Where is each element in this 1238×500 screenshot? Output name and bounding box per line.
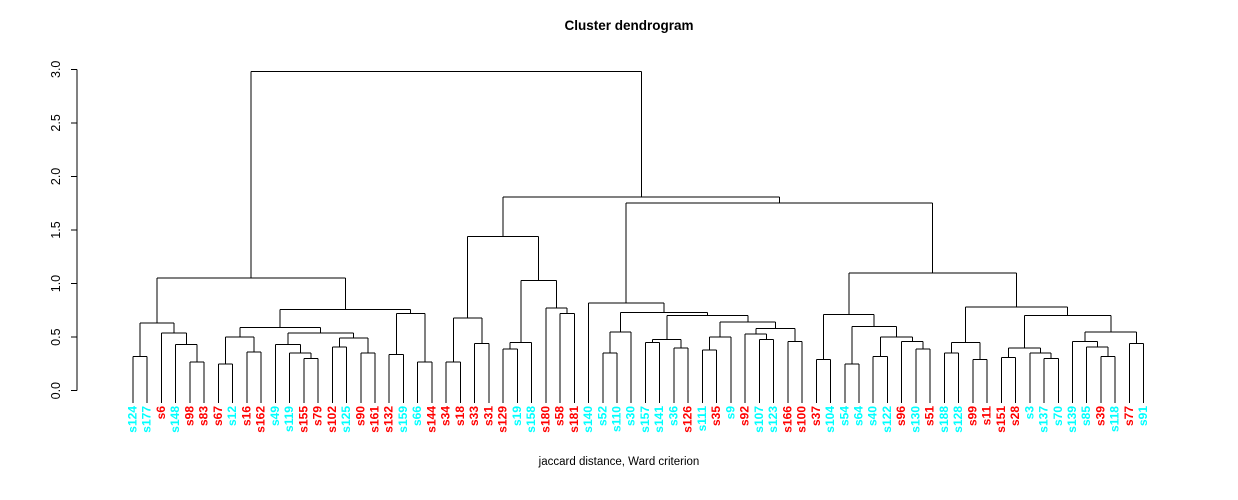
leaf-label-s85: s85 xyxy=(1079,406,1093,426)
leaf-label-s111: s111 xyxy=(695,406,709,432)
leaf-label-s52: s52 xyxy=(595,406,609,426)
leaf-label-s157: s157 xyxy=(638,406,652,433)
y-axis-tick-label: 3.0 xyxy=(49,61,63,78)
leaf-label-s33: s33 xyxy=(467,406,481,426)
leaf-label-s90: s90 xyxy=(353,406,367,426)
leaf-label-s148: s148 xyxy=(168,406,182,433)
x-axis-label: jaccard distance, Ward criterion xyxy=(538,456,700,468)
leaf-label-s28: s28 xyxy=(1008,406,1022,426)
leaf-label-s66: s66 xyxy=(410,406,424,426)
leaf-label-s104: s104 xyxy=(823,406,837,433)
leaf-label-s67: s67 xyxy=(211,406,225,426)
leaf-label-s34: s34 xyxy=(439,406,453,426)
leaf-label-s159: s159 xyxy=(396,406,410,433)
leaf-label-s122: s122 xyxy=(880,406,894,433)
leaf-label-s6: s6 xyxy=(154,406,168,420)
leaf-label-s98: s98 xyxy=(182,406,196,426)
leaf-label-s64: s64 xyxy=(851,406,865,426)
leaf-label-s16: s16 xyxy=(239,406,253,426)
leaf-label-s39: s39 xyxy=(1093,406,1107,426)
leaf-label-s158: s158 xyxy=(524,406,538,433)
leaf-label-s9: s9 xyxy=(723,406,737,420)
leaf-label-s188: s188 xyxy=(937,406,951,433)
leaf-label-s177: s177 xyxy=(140,406,154,433)
leaf-label-s31: s31 xyxy=(481,406,495,426)
leaf-label-s166: s166 xyxy=(780,406,794,433)
leaf-label-s161: s161 xyxy=(367,406,381,433)
y-axis-tick-label: 0.0 xyxy=(49,382,63,399)
leaf-label-s19: s19 xyxy=(510,406,524,426)
leaf-label-s79: s79 xyxy=(311,406,325,426)
dendrogram-lines xyxy=(132,70,1145,403)
leaf-label-s102: s102 xyxy=(325,406,339,433)
leaf-label-s91: s91 xyxy=(1136,406,1150,426)
leaf-label-s70: s70 xyxy=(1051,406,1065,426)
leaf-label-s36: s36 xyxy=(666,406,680,426)
leaf-label-s49: s49 xyxy=(268,406,282,426)
leaf-label-s137: s137 xyxy=(1037,406,1051,433)
leaf-label-s58: s58 xyxy=(553,406,567,426)
leaf-label-s54: s54 xyxy=(837,406,851,426)
y-axis-tick-label: 2.5 xyxy=(49,114,63,131)
leaf-label-s35: s35 xyxy=(709,406,723,426)
leaf-label-s110: s110 xyxy=(609,406,623,432)
leaf-label-s162: s162 xyxy=(254,406,268,433)
leaf-label-s99: s99 xyxy=(965,406,979,426)
leaf-label-s130: s130 xyxy=(908,406,922,433)
y-axis-tick-label: 1.5 xyxy=(49,221,63,238)
leaf-label-s181: s181 xyxy=(567,406,581,433)
leaf-label-s124: s124 xyxy=(126,406,140,433)
leaf-label-s155: s155 xyxy=(296,406,310,433)
leaf-label-s151: s151 xyxy=(994,406,1008,433)
leaf-label-s180: s180 xyxy=(538,406,552,433)
leaf-label-s51: s51 xyxy=(923,406,937,426)
leaf-label-s141: s141 xyxy=(652,406,666,433)
leaf-label-s100: s100 xyxy=(795,406,809,433)
leaf-label-s3: s3 xyxy=(1022,406,1036,420)
leaf-label-s92: s92 xyxy=(738,406,752,426)
leaf-label-s11: s11 xyxy=(980,406,994,426)
leaf-label-s83: s83 xyxy=(197,406,211,426)
leaf-label-s125: s125 xyxy=(339,406,353,433)
leaf-label-s123: s123 xyxy=(766,406,780,433)
y-axis-tick-label: 2.0 xyxy=(49,168,63,185)
leaf-label-s128: s128 xyxy=(951,406,965,433)
leaf-label-s132: s132 xyxy=(382,406,396,433)
y-axis: 0.0 0.5 1.0 1.5 2.0 2.5 3.0 xyxy=(49,61,78,399)
chart-title: Cluster dendrogram xyxy=(564,18,694,33)
leaf-label-s118: s118 xyxy=(1108,406,1122,432)
leaf-label-s144: s144 xyxy=(424,406,438,433)
leaf-label-s30: s30 xyxy=(624,406,638,426)
y-axis-tick-label: 0.5 xyxy=(49,328,63,345)
leaf-label-s139: s139 xyxy=(1065,406,1079,433)
leaf-label-s140: s140 xyxy=(581,406,595,433)
leaf-label-s126: s126 xyxy=(681,406,695,433)
leaf-label-s18: s18 xyxy=(453,406,467,426)
leaf-label-s119: s119 xyxy=(282,406,296,432)
leaf-label-s107: s107 xyxy=(752,406,766,433)
leaf-label-s40: s40 xyxy=(866,406,880,426)
leaf-label-s96: s96 xyxy=(894,406,908,426)
leaf-label-s12: s12 xyxy=(225,406,239,426)
leaf-label-s37: s37 xyxy=(809,406,823,426)
leaf-label-s77: s77 xyxy=(1122,406,1136,426)
y-axis-tick-label: 1.0 xyxy=(49,275,63,292)
leaf-label-s129: s129 xyxy=(496,406,510,433)
